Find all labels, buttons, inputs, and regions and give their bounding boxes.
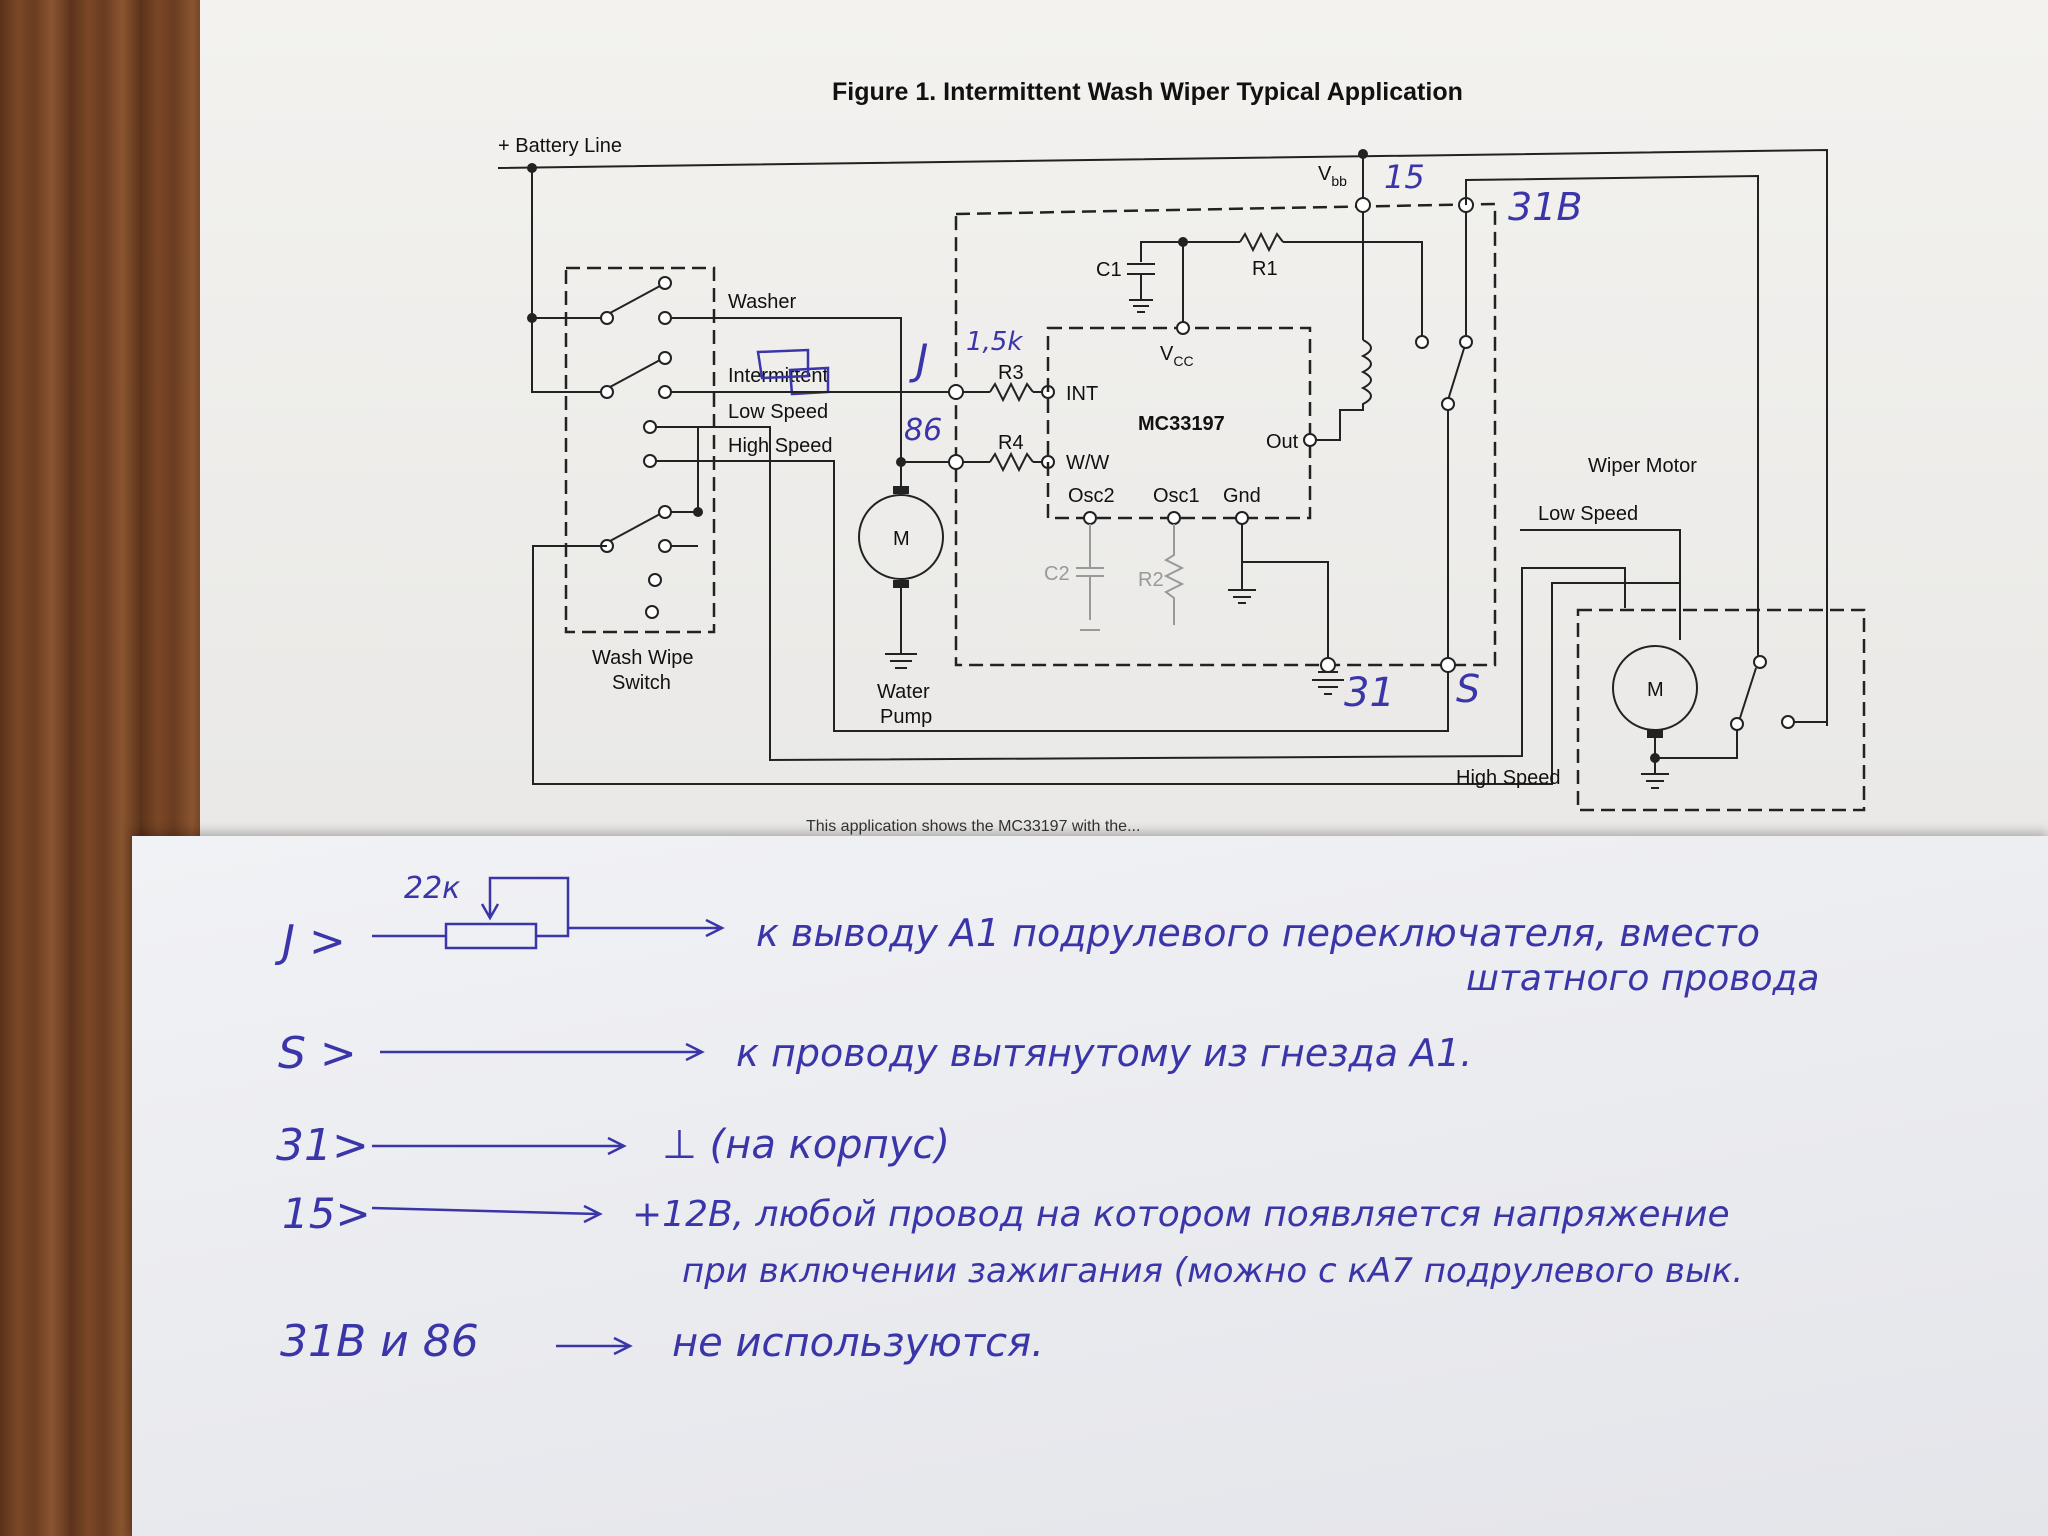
datasheet-page — [200, 0, 2048, 880]
vbb-label: Vbb — [1318, 163, 1347, 189]
wiper-high-speed-label: High Speed — [1456, 767, 1561, 789]
wiper-motor-box — [1576, 608, 1866, 812]
module-outline — [954, 202, 1497, 667]
note-row4-left: 15> — [282, 1189, 371, 1238]
note-row5-left: 31В и 86 — [280, 1316, 479, 1367]
hw-label-15: 15 — [1384, 158, 1425, 196]
resistor-r4 — [989, 451, 1034, 473]
hw-label-31b: 31B — [1508, 185, 1582, 229]
pump-terminal — [893, 580, 909, 588]
c1-label: C1 — [1096, 259, 1122, 281]
r1-label: R1 — [1252, 258, 1278, 280]
handwritten-note-sheet — [132, 836, 2048, 1536]
switch-name-line1: Wash Wipe — [592, 647, 694, 669]
wiper-low-speed-label: Low Speed — [1538, 503, 1638, 525]
gnd-wire — [1242, 561, 1329, 658]
pin-ww-label: W/W — [1066, 452, 1109, 474]
note-row1-left: J > — [274, 916, 346, 967]
arrow — [371, 1204, 603, 1224]
relay-contact — [1459, 335, 1473, 349]
battery-line-wire — [497, 148, 1828, 726]
relay-switch — [1447, 212, 1467, 658]
hw-label-s: S — [1456, 667, 1480, 711]
relay-coil — [1316, 339, 1372, 441]
wash-wipe-switch-box — [564, 266, 716, 634]
battery-line-label: + Battery Line — [498, 135, 622, 157]
potentiometer-sketch — [372, 876, 570, 950]
relay-contact-wire — [1363, 241, 1423, 336]
31b-wire — [1465, 174, 1759, 662]
wiper-motor-label: M — [1647, 679, 1664, 701]
r3-label: R3 — [998, 362, 1024, 384]
resistor-r3 — [989, 381, 1034, 403]
pin-osc2-label: Osc2 — [1068, 485, 1115, 507]
note-row4-text: +12В, любой провод на котором появляется… — [632, 1194, 1730, 1235]
ground-symbol — [1312, 671, 1344, 695]
water-pump-motor — [858, 494, 944, 580]
ic-name: MC33197 — [1138, 413, 1225, 435]
park-switch — [1739, 667, 1757, 719]
pin-int-label: INT — [1066, 383, 1098, 405]
switch-name-line2: Switch — [612, 672, 671, 694]
arrow — [380, 1042, 705, 1062]
capacitor-c1 — [1127, 263, 1155, 313]
wiper-low-speed-wire — [1520, 529, 1681, 640]
vcc-label: VCC — [1160, 343, 1194, 369]
r2-label: R2 — [1138, 569, 1164, 591]
hw-label-1-5k: 1,5k — [966, 327, 1023, 357]
park-contact — [1730, 717, 1744, 731]
park-contact — [1753, 655, 1767, 669]
pin-osc1-label: Osc1 — [1153, 485, 1200, 507]
note-row1-text: к выводу A1 подрулевого переключателя, в… — [756, 911, 1760, 955]
arrow — [556, 1336, 633, 1356]
switch-low-speed-label: Low Speed — [728, 401, 828, 423]
resistor-r2 — [1163, 524, 1185, 625]
ground-symbol — [1228, 524, 1256, 604]
capacitor-c2 — [1076, 524, 1104, 631]
pump-motor-label: M — [893, 528, 910, 550]
c1-wire — [1140, 241, 1184, 322]
hw-label-31: 31 — [1344, 670, 1395, 716]
note-row1-cont: штатного провода — [1466, 958, 1820, 999]
wiper-motor-terminal — [1647, 730, 1663, 738]
pin-out-label: Out — [1266, 431, 1299, 453]
switch-washer-label: Washer — [728, 291, 797, 313]
relay-contact — [1441, 397, 1455, 411]
figure-title: Figure 1. Intermittent Wash Wiper Typica… — [832, 78, 1463, 106]
ground-symbol — [885, 588, 917, 669]
note-row4-cont: при включении зажигания (можно с кA7 под… — [682, 1251, 1743, 1291]
note-row5-text: не используются. — [672, 1320, 1044, 1366]
r4-label: R4 — [998, 432, 1024, 454]
resistor-r1 — [1239, 231, 1284, 253]
wiper-motor-title: Wiper Motor — [1588, 455, 1697, 477]
arrow — [568, 918, 725, 938]
caption-fragment: This application shows the MC33197 with … — [806, 818, 1141, 835]
hw-label-86: 86 — [904, 413, 942, 448]
switch-high-speed-label: High Speed — [728, 435, 833, 457]
ground-symbol — [1641, 738, 1669, 789]
low-speed-wire — [656, 426, 1626, 762]
note-row3-text: ⊥ (на корпус) — [662, 1122, 950, 1168]
relay-contact — [1415, 335, 1429, 349]
c2-label: C2 — [1044, 563, 1070, 585]
note-row2-text: к проводу вытянутому из гнезда A1. — [736, 1031, 1472, 1075]
switch-feed-wire — [531, 168, 608, 393]
high-speed-wire — [656, 460, 1449, 732]
pin-gnd-label: Gnd — [1223, 485, 1261, 507]
pump-label-line2: Pump — [880, 706, 932, 728]
note-row3-left: 31> — [276, 1120, 369, 1171]
pot-label-22k: 22к — [404, 871, 460, 906]
arrow — [372, 1136, 627, 1156]
pump-label-line1: Water — [877, 681, 930, 703]
note-row2-left: S > — [278, 1028, 357, 1079]
junction — [527, 313, 537, 323]
park-wire — [1655, 730, 1738, 759]
washer-wire — [671, 317, 902, 462]
